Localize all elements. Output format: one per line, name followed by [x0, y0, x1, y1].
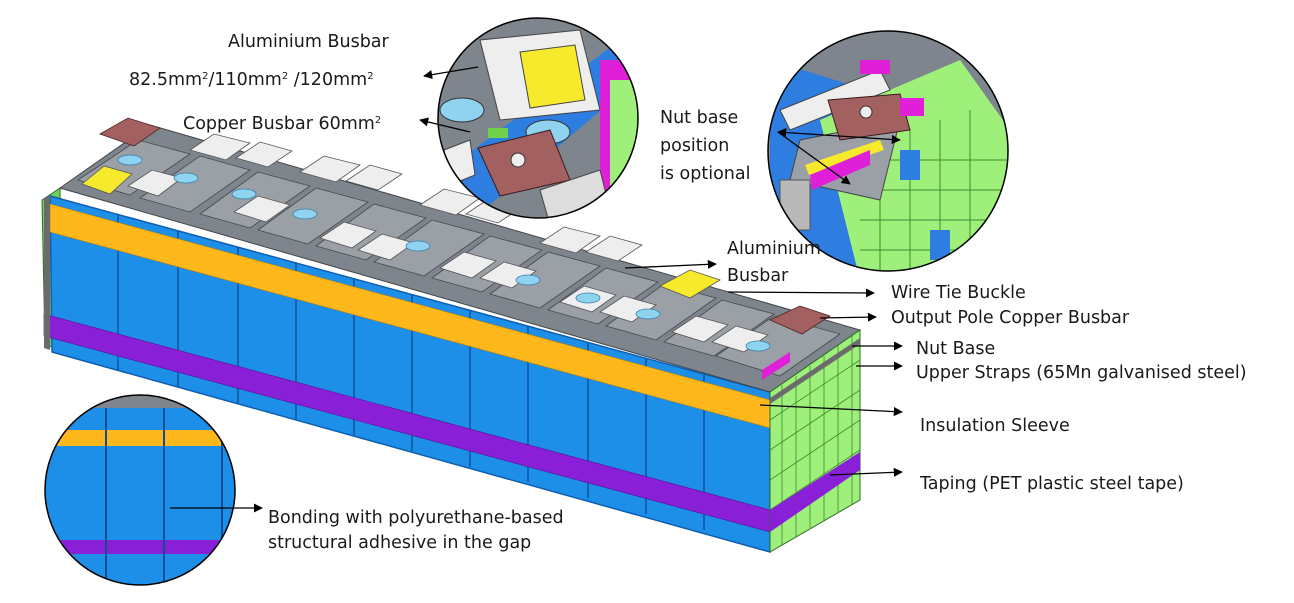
label-insulation-sleeve: Insulation Sleeve [920, 416, 1070, 436]
label-nut-base-optional-2: position [660, 136, 730, 156]
end-plate-strap [770, 338, 860, 404]
label-wire-tie-buckle: Wire Tie Buckle [891, 283, 1026, 303]
label-output-pole-copper-busbar: Output Pole Copper Busbar [891, 308, 1130, 328]
label-aluminium-busbar-mid-1: Aluminium [727, 239, 821, 259]
zoom-circle-nut-base-border [767, 30, 1009, 272]
zoom-circle-adhesive-gap-border [44, 394, 236, 586]
arrow-al-busbar-mid [624, 259, 717, 269]
arrow-insulation [759, 404, 903, 417]
label-copper-busbar: Copper Busbar 60mm2 [183, 114, 382, 134]
size-82: 82.5mm [129, 70, 203, 90]
arrow-nut-base-opt-a [777, 127, 901, 145]
label-bonding-2: structural adhesive in the gap [268, 533, 532, 553]
arrow-cu-busbar [419, 117, 471, 133]
label-upper-straps: Upper Straps (65Mn galvanised steel) [916, 363, 1247, 383]
top-yellow-busbar-right [659, 269, 721, 299]
end-plate-magenta [762, 352, 790, 380]
label-taping: Taping (PET plastic steel tape) [920, 474, 1184, 494]
arrow-wire-tie [727, 288, 875, 298]
zoom-circle-adhesive-gap [45, 395, 235, 585]
arrow-nut-base-opt-b [777, 131, 851, 185]
label-aluminium-busbar-sizes: 82.5mm2/110mm2 /120mm2 [129, 70, 374, 90]
label-nut-base-optional-3: is optional [660, 164, 751, 184]
zoom-circle-busbars-border [437, 17, 639, 219]
label-aluminium-busbar-mid-2: Busbar [727, 266, 789, 286]
arrow-output-pole [819, 312, 877, 322]
arrow-taping [829, 467, 903, 477]
label-nut-base-optional-1: Nut base [660, 108, 739, 128]
end-plate-purple-tape [770, 452, 860, 532]
copper-terminal-right [769, 305, 831, 335]
label-nut-base: Nut Base [916, 339, 996, 359]
top-yellow-busbar-left [81, 165, 133, 195]
cell-vents [117, 154, 771, 352]
label-bonding-1: Bonding with polyurethane-based [268, 508, 564, 528]
battery-module [41, 117, 862, 553]
callout-arrows [170, 66, 903, 513]
arrow-al-busbar-top [423, 66, 479, 80]
zoom-circle-nut-base [768, 31, 1008, 271]
size-120: /120mm [288, 70, 368, 90]
label-aluminium-busbar-top: Aluminium Busbar [228, 32, 389, 52]
size-110: /110mm [208, 70, 282, 90]
upper-strap [44, 196, 50, 350]
copper-terminal-left [99, 117, 161, 147]
